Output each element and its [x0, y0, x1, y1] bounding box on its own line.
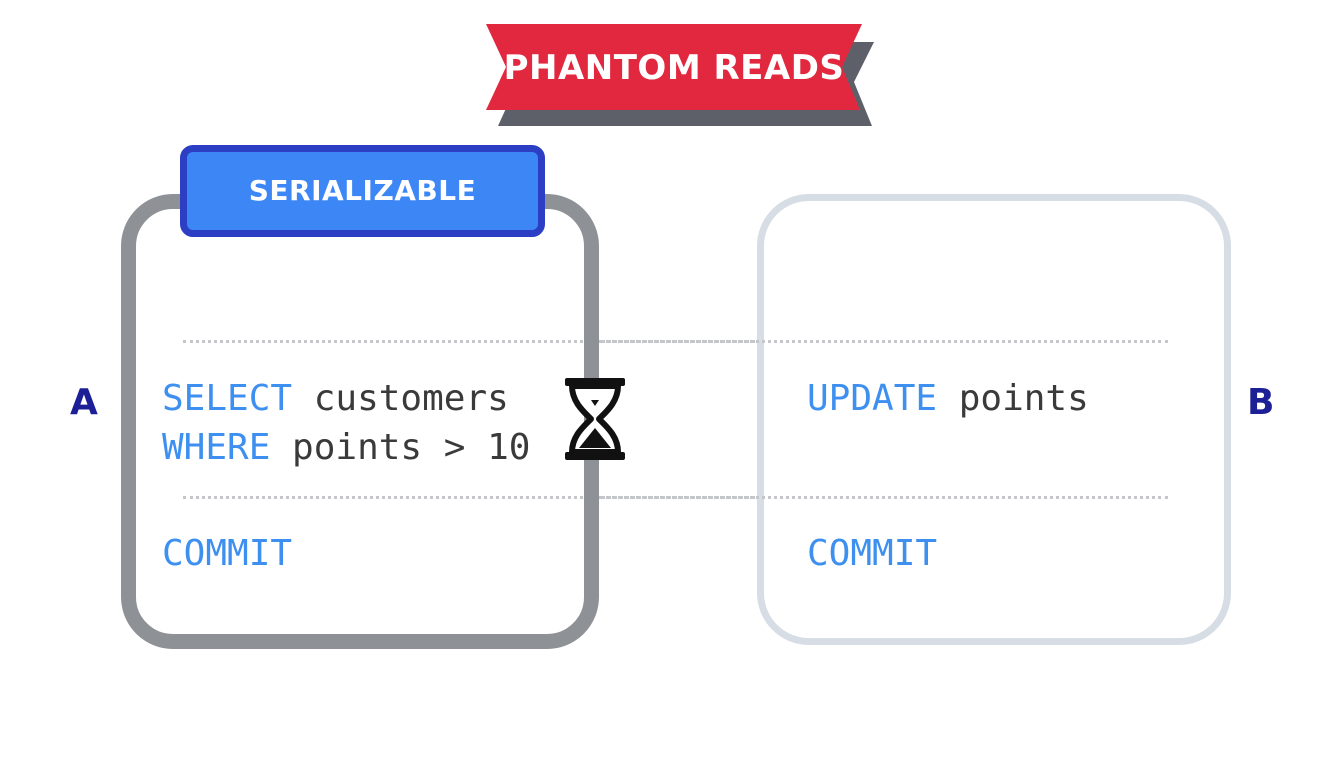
banner-ribbon	[486, 24, 862, 110]
banner-shape	[486, 24, 874, 126]
title-banner: PHANTOM READS	[486, 24, 874, 128]
sql-select-target: customers	[292, 378, 509, 419]
transaction-a-commit: COMMIT	[162, 533, 293, 574]
transaction-a-where-clause: WHERE points > 10	[162, 423, 530, 472]
timeline-divider-top-a	[183, 340, 583, 343]
transaction-a-box	[121, 194, 599, 649]
isolation-level-tag: SERIALIZABLE	[180, 145, 545, 237]
sql-where-condition: points > 10	[270, 427, 531, 468]
timeline-divider-bottom-b	[599, 496, 1168, 499]
hourglass-icon	[563, 378, 627, 465]
transaction-b-box	[757, 194, 1231, 645]
sql-keyword-update: UPDATE	[807, 378, 938, 419]
timeline-divider-top-b	[599, 340, 1168, 343]
sql-keyword-select: SELECT	[162, 378, 293, 419]
transaction-b-update-statement: UPDATE points	[807, 374, 1089, 423]
transaction-b-label: B	[1247, 382, 1275, 423]
page-title: PHANTOM READS	[503, 48, 845, 88]
transaction-a-select-statement: SELECT customers	[162, 374, 509, 423]
transaction-a-label: A	[70, 382, 98, 423]
timeline-divider-bottom-a	[183, 496, 583, 499]
sql-keyword-where: WHERE	[162, 427, 271, 468]
sql-update-target: points	[937, 378, 1089, 419]
transaction-b-commit: COMMIT	[807, 533, 938, 574]
